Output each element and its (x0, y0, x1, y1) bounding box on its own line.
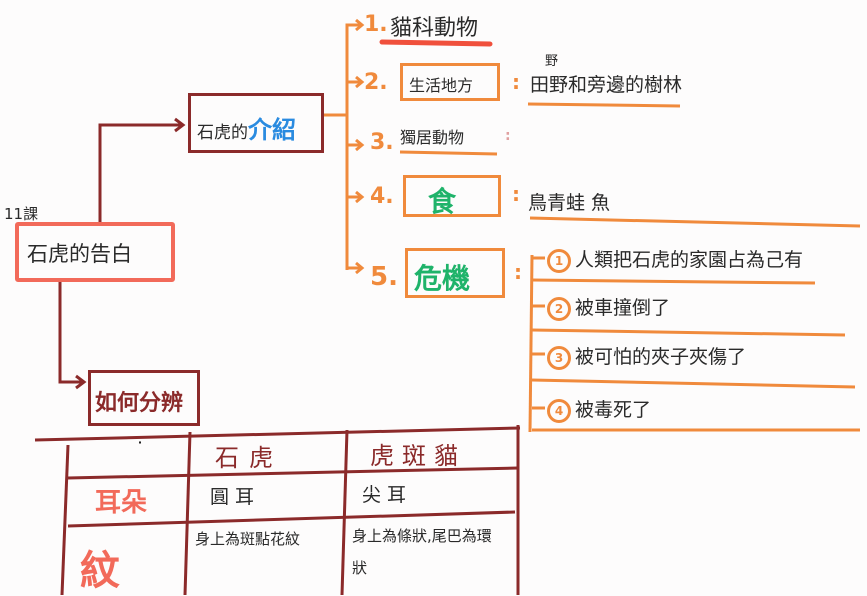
central-topic: 石虎的告白 (15, 222, 175, 282)
crisis-item-3-text: 被可怕的夾子夾傷了 (575, 346, 747, 368)
number-3-icon: 3 (547, 345, 571, 370)
cell-ears-tabby-cat: 尖耳 (362, 484, 413, 506)
intro-node: 石虎的介紹 (188, 93, 324, 153)
branch-4-label: 食 (428, 185, 457, 218)
branch-5-colon: : (514, 260, 522, 284)
branch-3-number: 3. (370, 130, 394, 155)
branch-4-number: 4. (370, 184, 394, 209)
cell-pattern-leopard-cat: 身上為斑點花紋 (195, 530, 301, 548)
distinguish-node: 如何分辨 (88, 370, 200, 426)
branch-2-colon: : (512, 70, 520, 94)
intro-prefix: 石虎的 (197, 123, 248, 143)
number-1-icon: 1 (547, 248, 571, 273)
branch-2-label: 生活地方 (409, 76, 474, 95)
branch-4-answer: 鳥青蛙 魚 (528, 192, 611, 214)
table-header-tabby-cat: 虎斑貓 (370, 442, 466, 470)
number-4-icon: 4 (547, 398, 571, 423)
intro-highlight: 介紹 (248, 116, 296, 144)
branch-2-number: 2. (364, 70, 388, 95)
table-corner-mark: ˙ (135, 438, 145, 462)
lesson-label: 11課 (4, 205, 39, 223)
branch-3-label: 獨居動物 (400, 128, 465, 147)
branch-2-answer-correction: 野 (545, 54, 559, 69)
table-header-leopard-cat: 石虎 (215, 444, 283, 472)
branch-2-box: 生活地方 (400, 63, 500, 101)
branch-4-colon: : (512, 182, 520, 206)
branch-3-colon: : (505, 128, 511, 144)
row-label-ears: 耳朵 (95, 488, 148, 518)
branch-5-number: 5. (370, 262, 398, 292)
crisis-item-2-text: 被車撞倒了 (575, 297, 671, 319)
branch-5-box: 危機 (405, 248, 505, 298)
branch-1-number: 1. (364, 12, 388, 37)
crisis-item-1-text: 人類把石虎的家園占為己有 (575, 249, 804, 271)
branch-2-answer: 田野和旁邊的樹林 (530, 74, 683, 96)
cell-ears-leopard-cat: 圓耳 (210, 486, 261, 508)
row-label-pattern: 紋 (80, 548, 120, 594)
number-2-icon: 2 (547, 296, 571, 321)
distinguish-label: 如何分辨 (95, 391, 184, 416)
cell-pattern-tabby-cat: 身上為條狀,尾巴為環狀 (352, 527, 492, 577)
branch-4-box: 食 (403, 175, 501, 218)
branch-1-label: 貓科動物 (390, 16, 479, 41)
crisis-item-4-text: 被毒死了 (575, 399, 652, 421)
central-topic-label: 石虎的告白 (27, 242, 132, 266)
branch-5-label: 危機 (414, 262, 471, 295)
